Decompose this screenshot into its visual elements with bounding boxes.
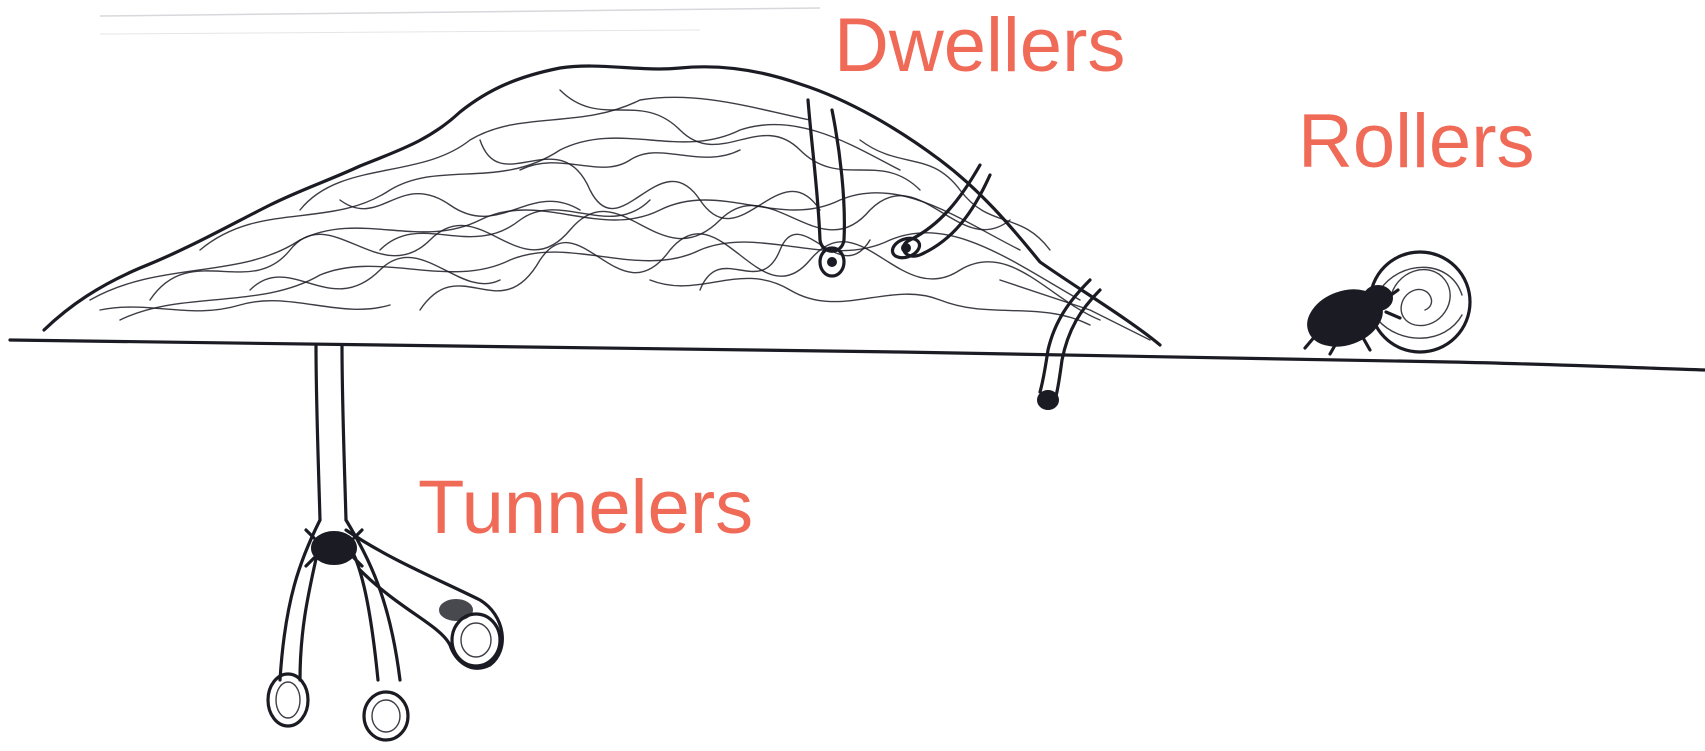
- roller-group: [1300, 252, 1470, 355]
- dweller-beetle-3: [1038, 391, 1058, 409]
- brood-ball-3: [452, 614, 500, 666]
- dwellers-label: Dwellers: [834, 8, 1125, 84]
- dung-pile: [44, 66, 1160, 345]
- dweller-burrows: [808, 100, 1100, 409]
- roller-beetle: [1300, 281, 1400, 356]
- rollers-label: Rollers: [1298, 104, 1535, 180]
- paper-edge-line-2: [100, 30, 700, 34]
- tunnelers-label: Tunnelers: [418, 470, 753, 546]
- paper-edge-line: [100, 8, 820, 16]
- ground-line: [10, 340, 1705, 370]
- brood-ball-2: [364, 692, 408, 740]
